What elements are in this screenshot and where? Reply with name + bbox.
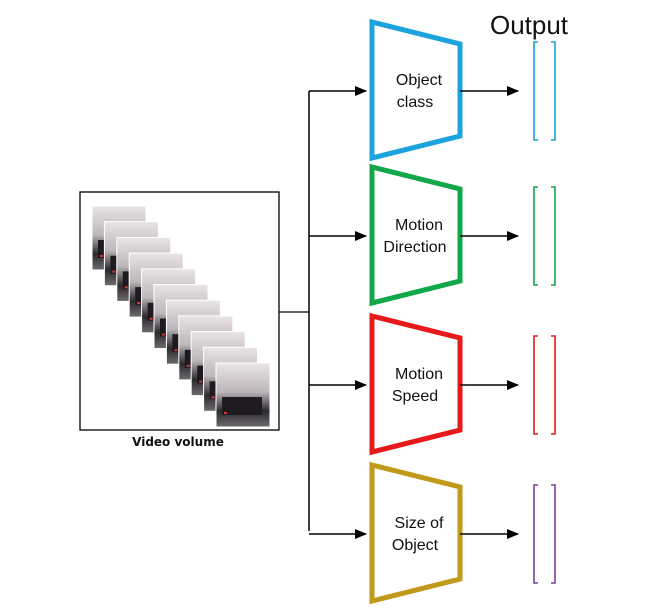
branch-trapezoid xyxy=(369,461,463,605)
branch-label-line2: class xyxy=(397,94,433,111)
output-vector xyxy=(533,41,556,141)
video-frame xyxy=(215,362,271,428)
output-heading: Output xyxy=(490,10,569,40)
branch-4: Size of Object xyxy=(309,461,556,605)
branch-label-line1: Motion xyxy=(395,366,443,383)
branch-label-line1: Size of xyxy=(395,515,444,532)
branch-label-line1: Object xyxy=(396,72,443,89)
video-frames xyxy=(91,205,271,428)
output-vector xyxy=(533,484,556,584)
branch-label-line1: Motion xyxy=(395,217,443,234)
output-vector xyxy=(533,335,556,435)
branches: ObjectclassMotionDirectionMotionSpeedSiz… xyxy=(309,18,556,605)
branch-label-line2: Object xyxy=(392,537,439,554)
branch-trapezoid xyxy=(369,18,463,162)
branch-label-line2: Speed xyxy=(392,388,438,405)
output-vector xyxy=(533,186,556,286)
branch-1: Object class xyxy=(309,18,556,162)
branch-label-line2: Direction xyxy=(383,239,446,256)
video-volume-caption: Video volume xyxy=(132,435,224,449)
branch-trapezoid xyxy=(369,312,463,456)
branch-trapezoid xyxy=(369,163,463,307)
